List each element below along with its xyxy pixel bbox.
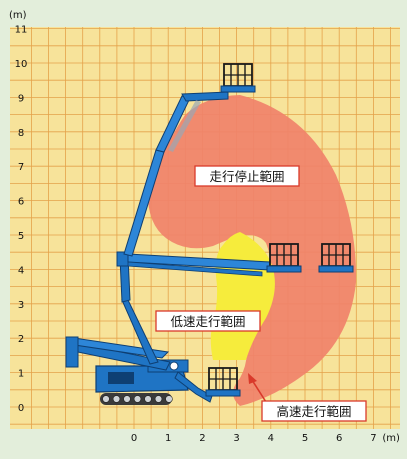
y-tick-label: 2: [18, 334, 24, 345]
track-roller: [165, 395, 173, 403]
aerial-work-platform: [65, 63, 354, 405]
y-tick-label: 10: [15, 59, 28, 70]
boom-shadow: [168, 100, 201, 152]
track-roller: [102, 395, 110, 403]
x-tick-label: 0: [131, 433, 137, 444]
y-tick-label: 1: [18, 369, 24, 380]
y-tick-label: 3: [18, 300, 24, 311]
track-roller: [123, 395, 131, 403]
x-axis-unit: (m): [382, 433, 400, 444]
stop-zone-label: 走行停止範囲: [209, 169, 284, 184]
high-speed-pointer: [248, 373, 267, 403]
y-tick-label: 6: [18, 197, 24, 208]
platform-basket: [205, 367, 241, 397]
high-zone-label: 高速走行範囲: [276, 404, 351, 419]
x-tick-label: 6: [336, 433, 342, 444]
track-roller: [144, 395, 152, 403]
platform-basket: [266, 243, 302, 273]
x-tick-label: 4: [268, 433, 274, 444]
x-tick-label: 2: [199, 433, 205, 444]
y-tick-label: 11: [15, 25, 28, 36]
y-tick-label: 7: [18, 162, 24, 173]
x-tick-label: 3: [233, 433, 239, 444]
platform-basket: [220, 63, 256, 93]
y-tick-label: 8: [18, 128, 24, 139]
track-roller: [112, 395, 121, 403]
y-axis-unit: (m): [9, 10, 27, 21]
chassis-panel: [108, 372, 134, 384]
y-tick-label: 5: [18, 231, 24, 242]
y-tick-label: 9: [18, 93, 24, 104]
y-tick-label: 0: [18, 403, 24, 414]
low-zone-label-box: 低速走行範囲: [155, 310, 261, 332]
track-roller: [154, 395, 163, 403]
high-zone-label-box: 高速走行範囲: [261, 400, 367, 422]
track-rollers: [102, 395, 173, 403]
turntable-pivot: [169, 361, 179, 371]
stop-zone-label-box: 走行停止範囲: [194, 165, 300, 187]
x-tick-label: 7: [370, 433, 376, 444]
x-tick-label: 1: [165, 433, 171, 444]
track-roller: [133, 395, 142, 403]
boom-knuckle: [65, 336, 79, 368]
jib-top: [181, 91, 229, 102]
platform-basket: [318, 243, 354, 273]
x-axis-ticks: 0 1 2 3 4 5 6 7 (m): [131, 433, 400, 444]
low-zone-label: 低速走行範囲: [170, 314, 245, 329]
jib-low: [174, 371, 213, 403]
x-tick-label: 5: [302, 433, 308, 444]
main-boom-horizontal-lower: [127, 261, 263, 277]
y-tick-label: 4: [18, 265, 24, 276]
